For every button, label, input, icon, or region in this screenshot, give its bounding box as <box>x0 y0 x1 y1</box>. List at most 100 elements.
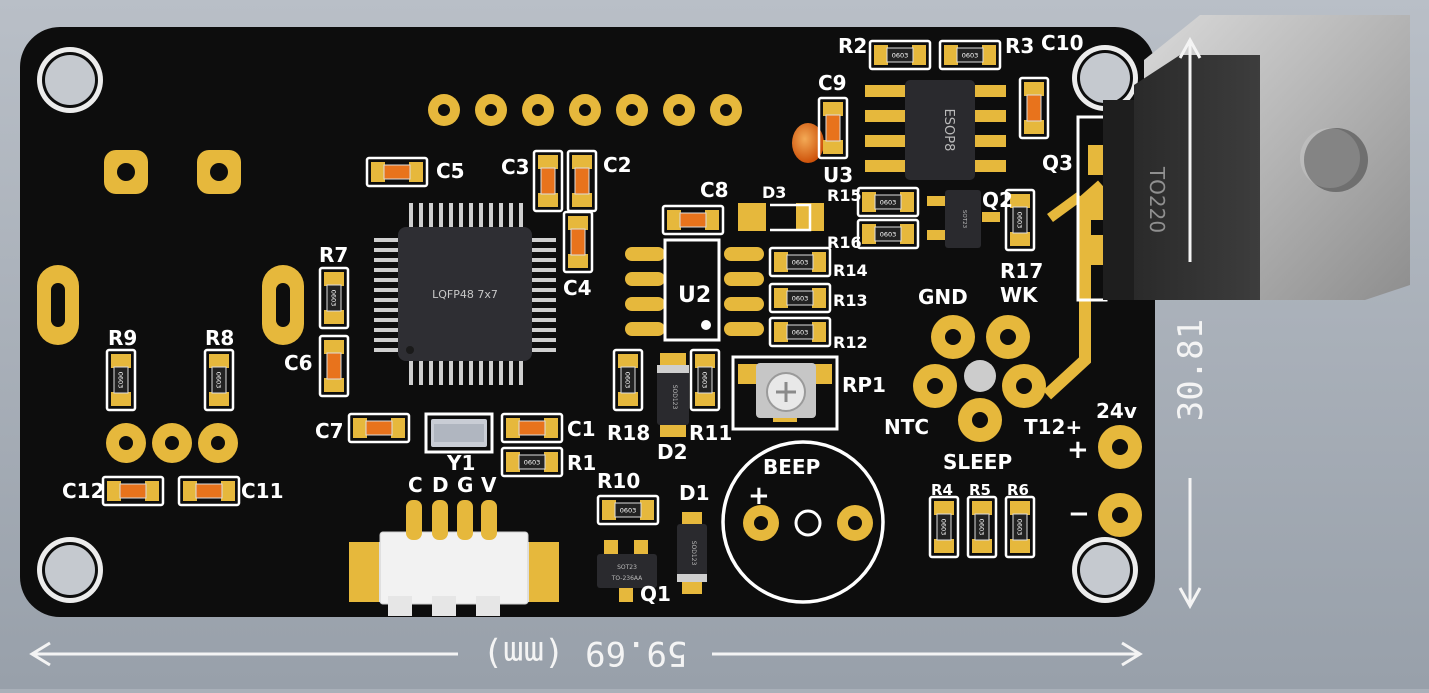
label-r8: R8 <box>205 326 234 350</box>
label-conn-c: C <box>408 473 423 497</box>
label-q1: Q1 <box>640 582 671 606</box>
pkg-label: 0603 <box>620 507 637 515</box>
ic-u2 <box>625 238 764 342</box>
pkg-label: 0603 <box>978 519 986 536</box>
label-c7: C7 <box>315 419 344 443</box>
label-r13: R13 <box>833 291 868 310</box>
pkg-label: 0603 <box>792 259 809 267</box>
dimension-height <box>1178 36 1202 610</box>
mcu-lqfp48: LQFP48 7x7 <box>374 203 556 385</box>
resistor-r18: 0603 <box>612 348 644 412</box>
resistor-r1: 0603 <box>500 446 564 478</box>
capacitor-c12 <box>101 475 165 507</box>
buzzer-beep <box>721 440 885 604</box>
passives: 0603 0603 0603 0603 0603 0603 0603 0603 0603 0603… <box>101 39 1050 559</box>
label-c3: C3 <box>501 155 530 179</box>
resistor-r11: 0603 <box>689 348 721 412</box>
resistor-r14: 0603 <box>768 246 832 278</box>
label-beep-plus: + <box>748 481 770 511</box>
label-r12: R12 <box>833 333 868 352</box>
label-r18: R18 <box>607 421 650 445</box>
resistor-r4: 0603 <box>928 495 960 559</box>
pkg-label: 0603 <box>624 372 632 389</box>
mcu-label: LQFP48 7x7 <box>432 288 498 301</box>
pkg-label: 0603 <box>117 372 125 389</box>
capacitor-c1 <box>500 412 564 444</box>
label-t12: T12+ <box>1024 415 1082 439</box>
capacitor-c4 <box>562 210 594 274</box>
trimpot-rp1 <box>731 355 839 431</box>
label-conn-d: D <box>432 473 449 497</box>
resistor-r17: 0603 <box>1004 188 1036 252</box>
capacitor-c7 <box>347 412 411 444</box>
diode-d2: SOD123 <box>657 353 689 437</box>
resistor-r12: 0603 <box>768 316 832 348</box>
height-dimension-label: 30.81 <box>1171 319 1211 421</box>
d2-package: SOD123 <box>671 385 678 410</box>
crystal-y1 <box>424 412 494 454</box>
resistor-r5: 0603 <box>966 495 998 559</box>
label-d3: D3 <box>762 183 786 202</box>
label-c2: C2 <box>603 153 632 177</box>
label-u2: U2 <box>678 283 711 308</box>
label-r6: R6 <box>1007 481 1029 499</box>
resistor-r7: 0603 <box>318 266 350 330</box>
pkg-label: 0603 <box>215 372 223 389</box>
pkg-label: 0603 <box>792 295 809 303</box>
q2-package: SOT23 <box>961 210 967 229</box>
label-ntc: NTC <box>884 415 929 439</box>
label-c1: C1 <box>567 417 596 441</box>
th-pads <box>37 150 304 463</box>
label-wk: WK <box>1000 283 1039 307</box>
connector-swd <box>349 500 559 616</box>
label-r14: R14 <box>833 261 868 280</box>
capacitor-c10 <box>1018 76 1050 140</box>
label-plus: + <box>1067 435 1089 465</box>
label-conn-g: G <box>457 473 473 497</box>
to220-label: TO220 <box>1145 166 1169 233</box>
resistor-r13: 0603 <box>768 282 832 314</box>
label-rp1: RP1 <box>842 373 886 397</box>
label-beep: BEEP <box>763 455 820 479</box>
pkg-label: 0603 <box>701 372 709 389</box>
capacitor-c8 <box>661 204 725 236</box>
resistor-r10: 0603 <box>596 494 660 526</box>
q1-package-alt: TO-236AA <box>611 575 643 582</box>
q1-package: SOT23 <box>617 564 637 571</box>
transistor-q1: SOT23 TO-236AA <box>597 540 657 602</box>
label-c8: C8 <box>700 178 729 202</box>
label-r2: R2 <box>838 34 867 58</box>
capacitor-c9 <box>817 96 849 160</box>
ic-esop8: ESOP8 <box>865 80 1006 180</box>
pcb-board <box>20 27 1155 617</box>
label-r3: R3 <box>1005 34 1034 58</box>
label-r17: R17 <box>1000 259 1043 283</box>
label-gnd: GND <box>918 285 968 309</box>
label-r10: R10 <box>597 469 640 493</box>
resistor-r6: 0603 <box>1004 495 1036 559</box>
label-q2: Q2 <box>982 188 1013 212</box>
pkg-label: 0603 <box>1016 519 1024 536</box>
label-conn-v: V <box>481 473 497 497</box>
pkg-label: 0603 <box>880 231 897 239</box>
pkg-label: 0603 <box>962 52 979 60</box>
pkg-label: 0603 <box>524 459 541 467</box>
label-c6: C6 <box>284 351 313 375</box>
esop8-label: ESOP8 <box>941 109 956 152</box>
resistor-r16: 0603 <box>856 218 920 250</box>
label-c10: C10 <box>1041 31 1084 55</box>
diode-d1: SOD123 <box>677 512 707 594</box>
capacitor-c5 <box>365 156 429 188</box>
label-r5: R5 <box>969 481 991 499</box>
power-pads <box>1098 425 1142 537</box>
resistor-r15: 0603 <box>856 186 920 218</box>
label-c5: C5 <box>436 159 465 183</box>
capacitor-c11 <box>177 475 241 507</box>
dimension-width <box>29 641 1143 667</box>
label-r15: R15 <box>827 186 862 205</box>
mosfet-q3-to220: TO220 <box>1076 15 1410 302</box>
label-r11: R11 <box>689 421 732 445</box>
label-r1: R1 <box>567 451 596 475</box>
label-d2: D2 <box>657 440 688 464</box>
label-sleep: SLEEP <box>943 450 1012 474</box>
